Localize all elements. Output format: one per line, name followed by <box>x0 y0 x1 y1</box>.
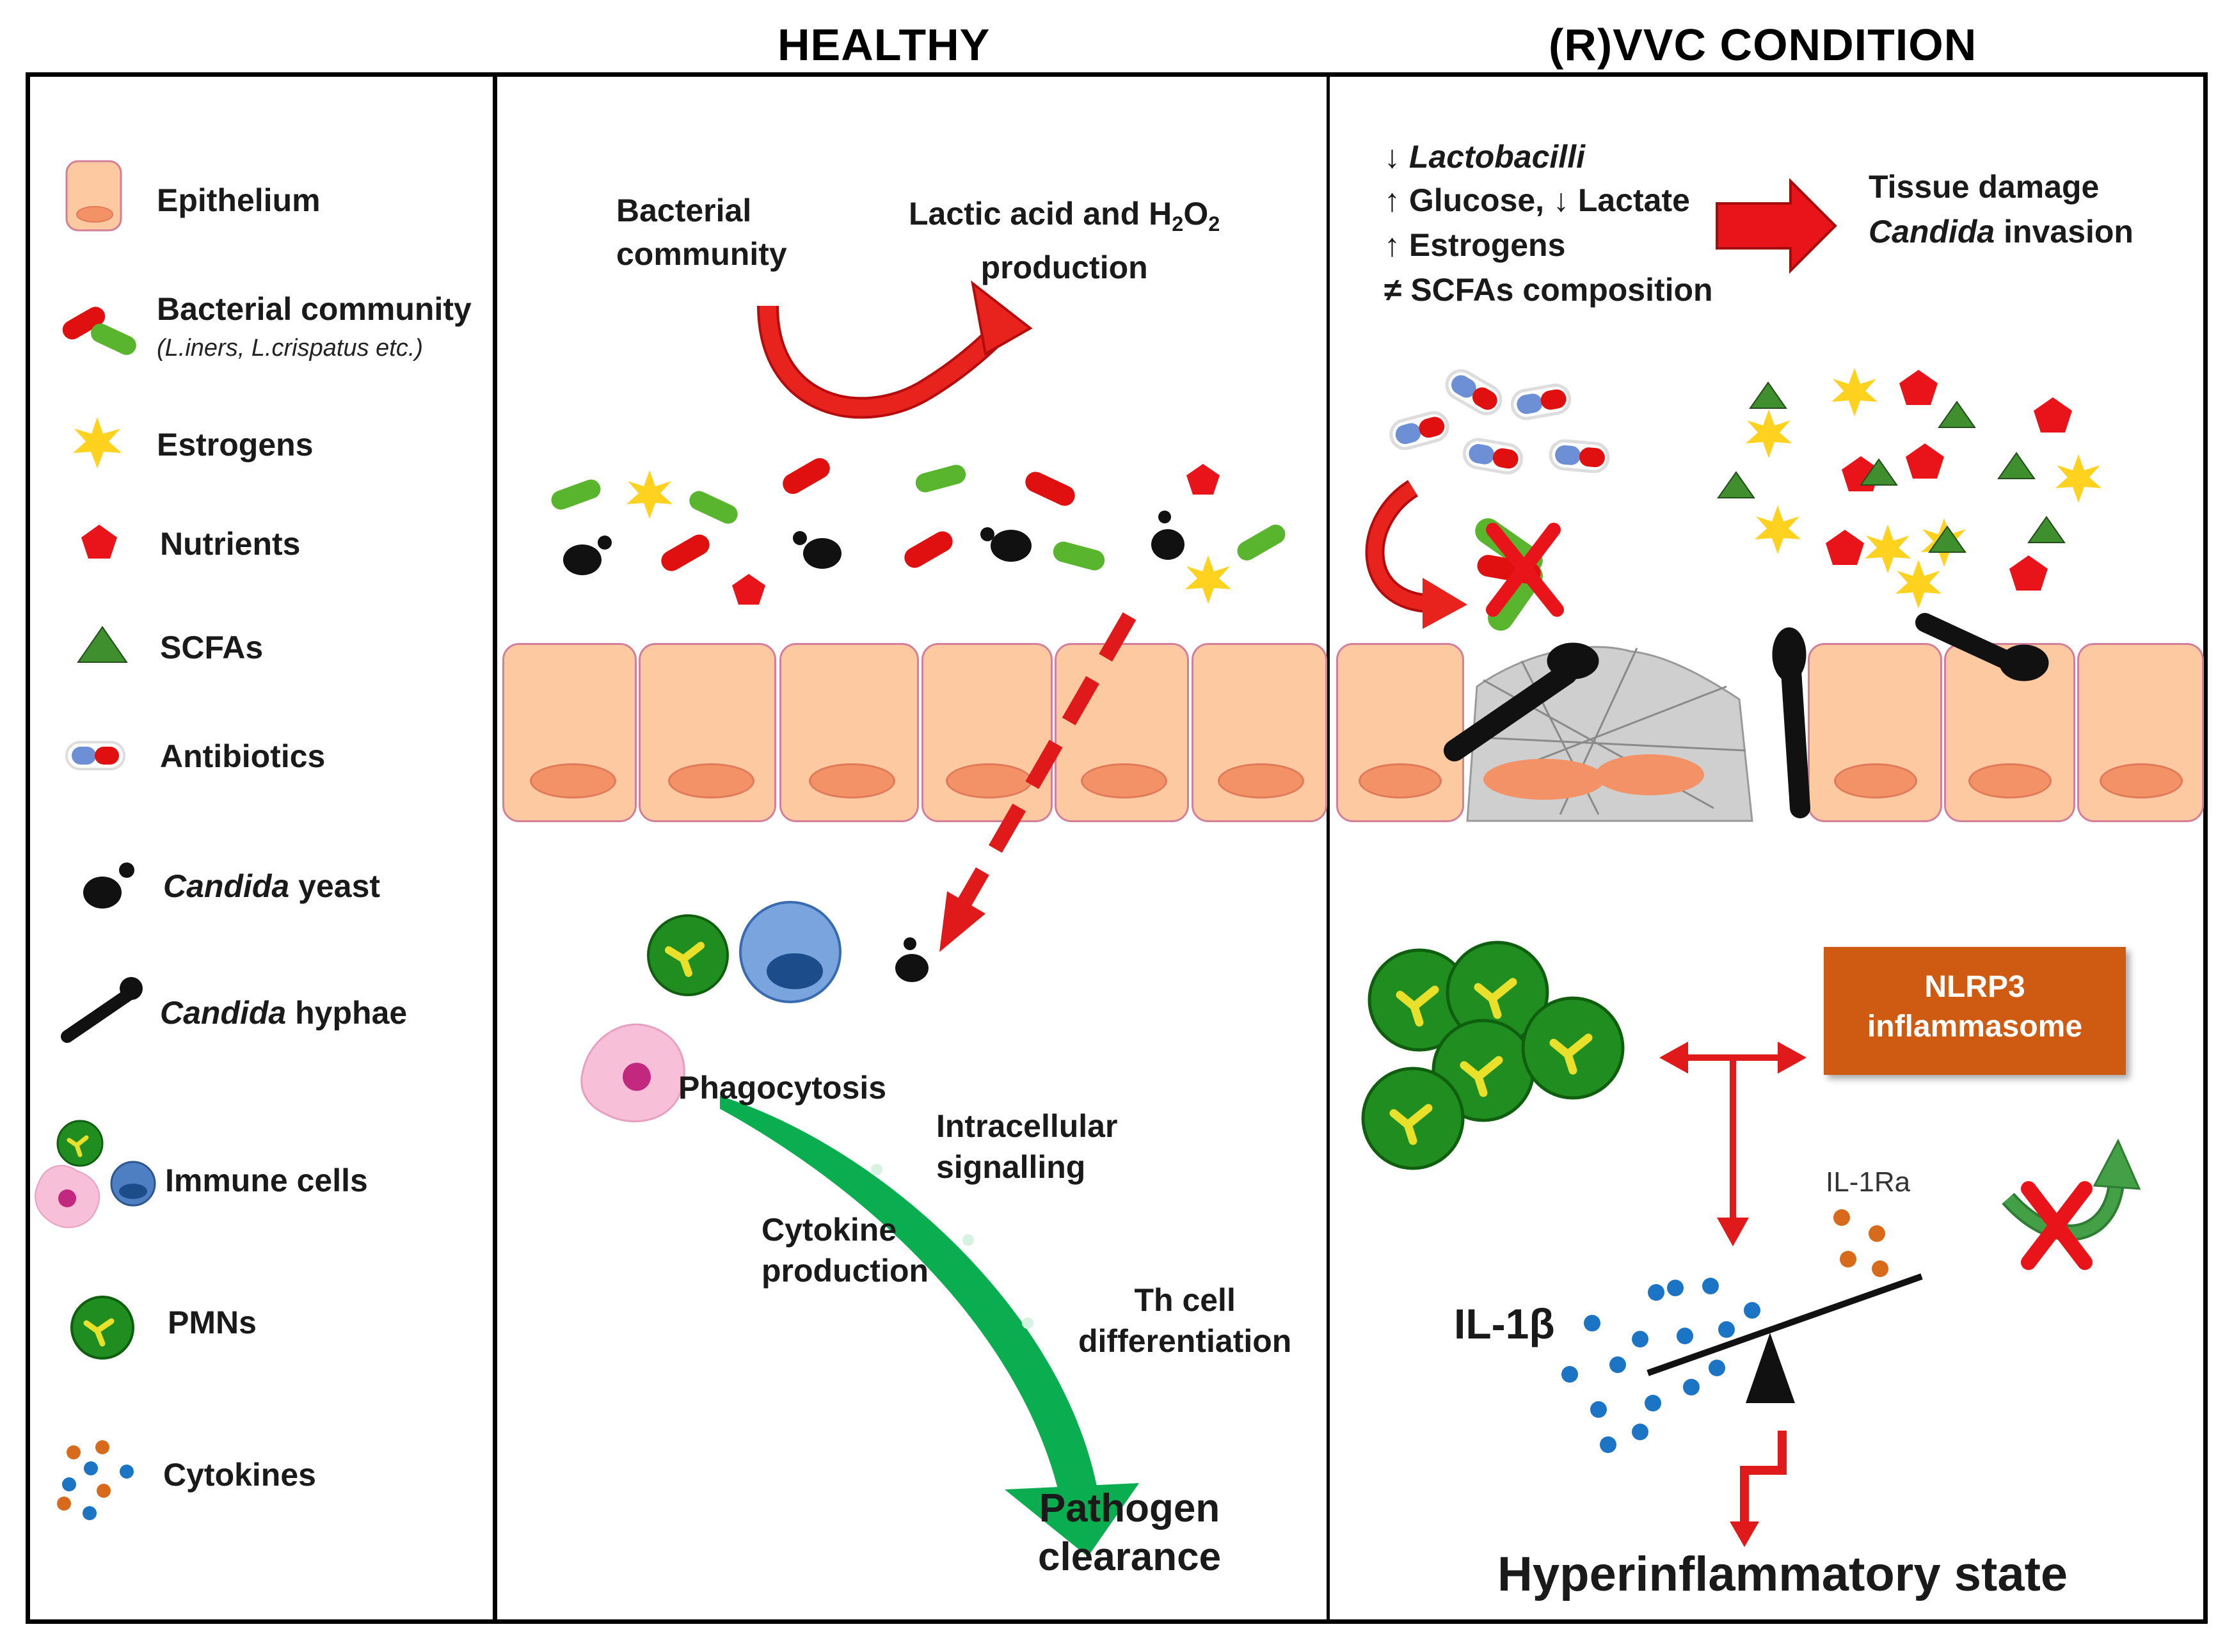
legend-icons <box>35 160 156 1520</box>
healthy-bacteria <box>551 458 1286 571</box>
panel-divider <box>1327 72 1330 1624</box>
bacteria-icon <box>62 306 136 355</box>
hyperinflammatory-arrow <box>1730 1431 1787 1547</box>
lactic-acid-label: Lactic acid and H2O2 production <box>909 196 1220 285</box>
condition-pmns <box>1361 941 1625 1170</box>
candida-yeast-icon <box>83 862 134 909</box>
healthy-nutrients <box>732 464 1220 605</box>
antibiotic-icon <box>65 741 125 770</box>
legend-bacterial: Bacterial community <box>157 291 472 327</box>
legend-epithelium: Epithelium <box>157 182 321 218</box>
condition-graphics <box>1361 178 2141 1547</box>
hyperinflammatory-label: Hyperinflammatory state <box>1497 1547 2068 1601</box>
estrogen-icon <box>73 417 122 468</box>
healthy-immune-cells <box>580 901 929 1123</box>
cytokine-seesaw <box>1647 1273 1923 1403</box>
il1ra-dots <box>1833 1209 1888 1277</box>
outer-frame <box>26 72 2208 1624</box>
healthy-estrogens <box>626 470 1231 604</box>
candida-hyphae-icon <box>61 977 143 1043</box>
legend-bacterial-sub: (L.iners, L.crispatus etc.) <box>157 335 424 361</box>
candida-invasion-label: Candida invasion <box>1869 214 2133 250</box>
antibiotic-kill-arrow <box>1365 480 1564 631</box>
condition-hyphae <box>1444 613 2049 818</box>
blocked-feedback-arrow <box>2002 1138 2141 1270</box>
legend-pmns: PMNs <box>168 1305 257 1340</box>
glucose-label: ↑ Glucose, ↓ Lactate <box>1384 182 1690 218</box>
nutrient-icon <box>81 525 117 559</box>
il1b-dots <box>1561 1278 1760 1453</box>
legend-candida-hyphae: Candida hyphae <box>160 995 408 1031</box>
tissue-damage-arrow <box>1716 178 1837 274</box>
clearance-green-arrow <box>720 1096 1139 1557</box>
lactobacilli-label: ↓ Lactobacilli <box>1384 139 1585 175</box>
legend-candida-yeast: Candida yeast <box>163 868 381 904</box>
legend-cytokines: Cytokines <box>163 1457 316 1493</box>
condition-scfas <box>1717 381 2066 553</box>
condition-nutrients <box>1826 370 2072 591</box>
legend-immune-cells: Immune cells <box>165 1163 368 1198</box>
healthy-title: HEALTHY <box>778 20 991 70</box>
damaged-tissue <box>1466 646 1753 822</box>
legend-antibiotics: Antibiotics <box>160 738 326 774</box>
healthy-yeasts <box>563 511 1184 575</box>
phagocytosis-label: Phagocytosis <box>678 1070 887 1106</box>
condition-title: (R)VVC CONDITION <box>1549 20 1977 70</box>
bacterial-cycle-arrow <box>757 280 1033 419</box>
estrogens-up-label: ↑ Estrogens <box>1384 227 1566 263</box>
invasion-dashed-arrow <box>939 612 1136 952</box>
pmn-icon <box>70 1296 134 1360</box>
legend-estrogens: Estrogens <box>157 427 314 463</box>
il1b-label: IL-1β <box>1454 1300 1555 1347</box>
cytokines-icon <box>57 1440 134 1520</box>
healthy-graphics <box>551 280 1286 1557</box>
legend-divider <box>493 72 497 1624</box>
legend-scfas: SCFAs <box>160 630 264 665</box>
nlrp3-link-arrows <box>1659 1042 1806 1246</box>
condition-antibiotics <box>1389 369 1610 475</box>
scfa-icon <box>77 626 128 663</box>
tissue-damage-label: Tissue damage <box>1869 169 2100 205</box>
il1ra-label: IL-1Ra <box>1826 1166 1911 1198</box>
immune-cells-icon <box>35 1120 156 1228</box>
epithelium-icon <box>65 160 122 232</box>
scfas-composition-label: ≠ SCFAs composition <box>1384 272 1713 308</box>
legend-nutrients: Nutrients <box>160 526 301 562</box>
